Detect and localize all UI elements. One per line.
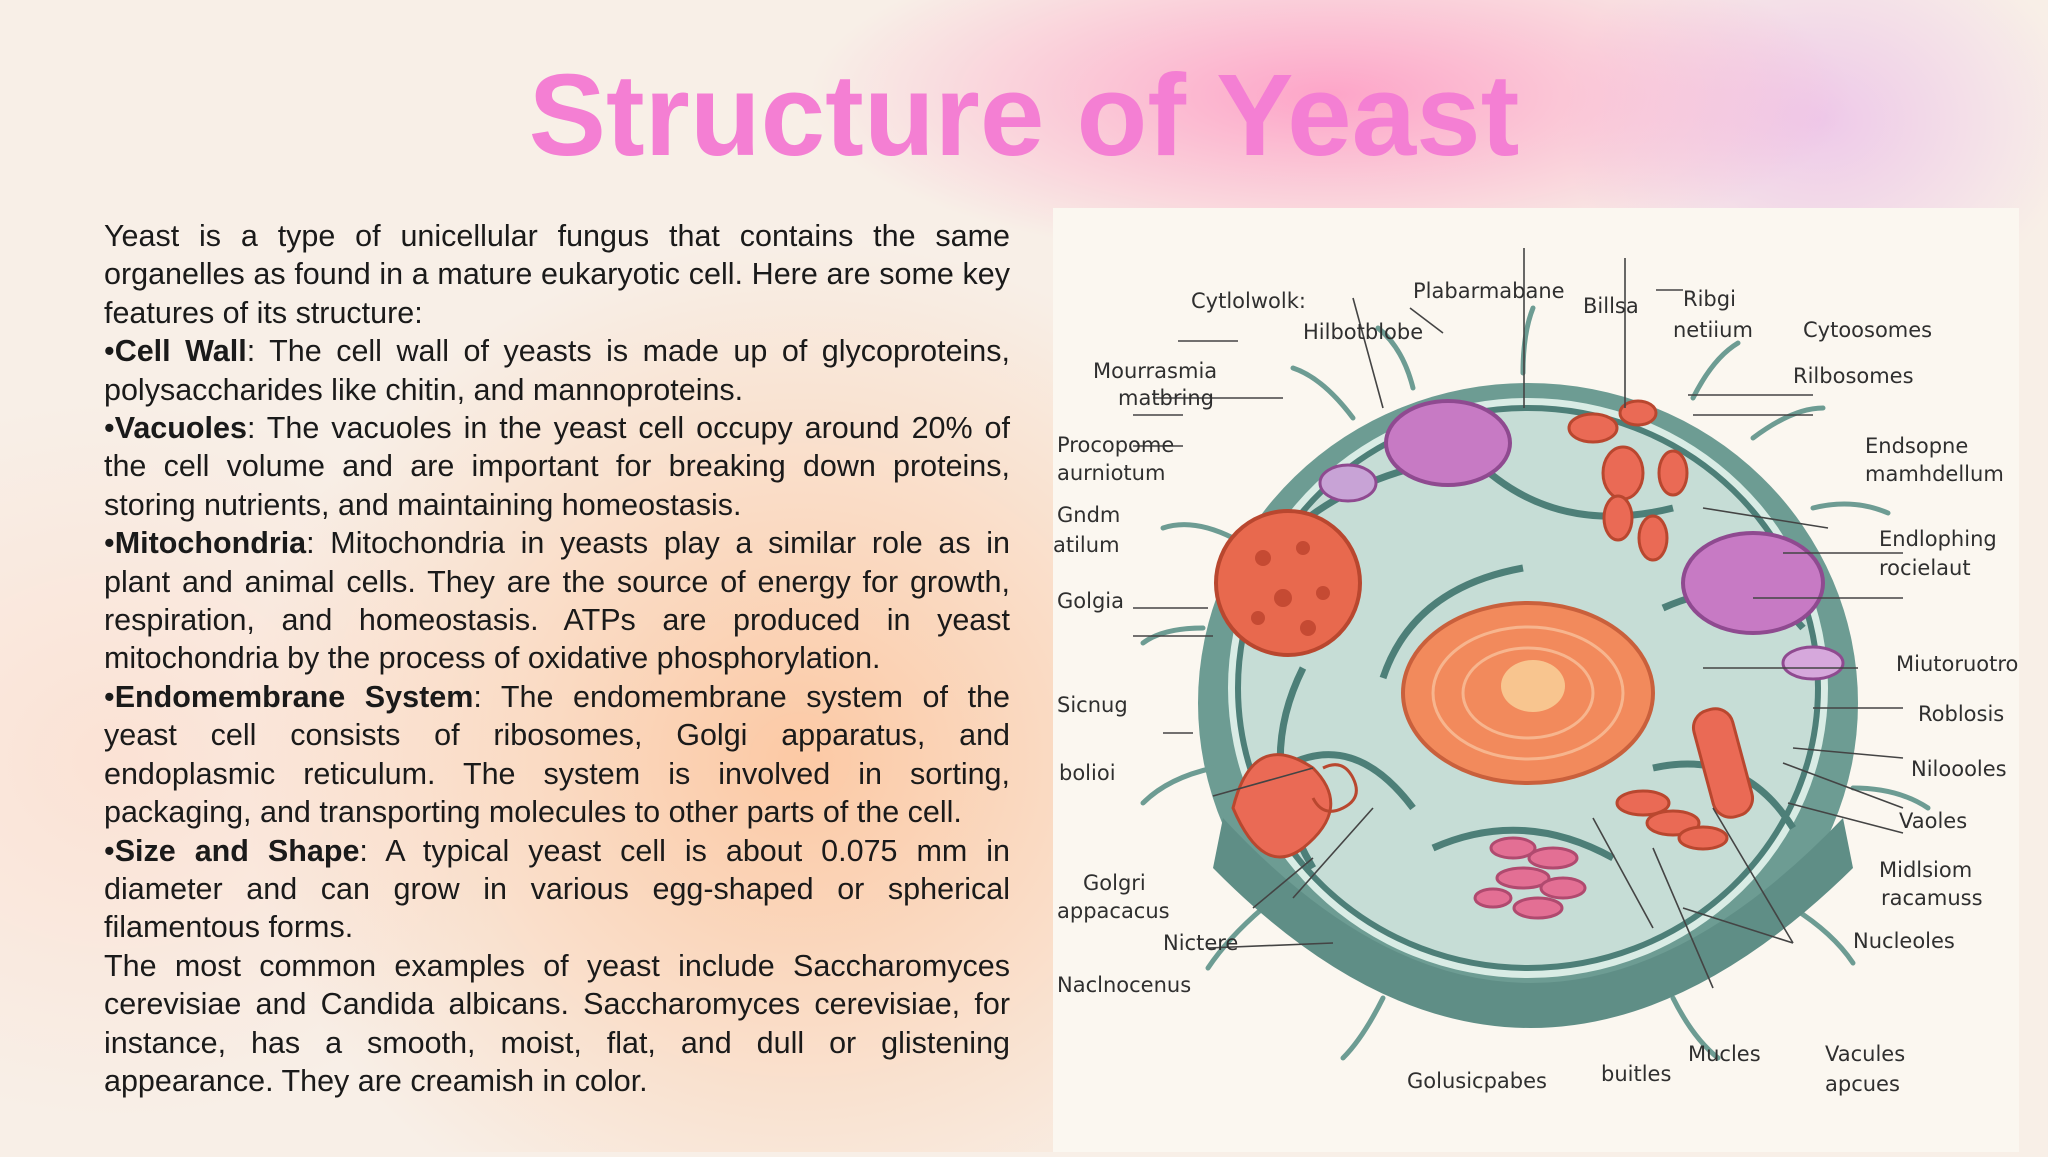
diagram-label: Midlsiom [1879, 858, 1972, 882]
diagram-label: Ribgi [1683, 287, 1736, 311]
diagram-label: Endsopne [1865, 434, 1968, 458]
small-vesicle [1318, 463, 1378, 503]
feature-desc: : The cell wall of yeasts is made up of … [104, 334, 1010, 407]
diagram-label: netiium [1673, 318, 1753, 342]
diagram-label: Roblosis [1918, 702, 2004, 726]
feature-term: Endomembrane System [114, 679, 474, 714]
diagram-label: Golgri [1083, 871, 1146, 895]
golgi-apparatus [1231, 753, 1358, 859]
small-vesicle [1781, 645, 1845, 681]
mitochondria [1567, 399, 1755, 851]
feature-desc: : A typical yeast cell is about 0.075 mm… [104, 833, 1010, 945]
closing-paragraph: The most common examples of yeast includ… [104, 948, 1010, 1098]
page-title: Structure of Yeast [528, 50, 1520, 180]
feature-desc: : Mitochondria in yeasts play a similar … [104, 526, 1010, 676]
feature-cell-wall: •Cell Wall: The cell wall of yeasts is m… [104, 334, 1010, 407]
diagram-label: aurniotum [1057, 461, 1165, 485]
vacuole-right [1681, 531, 1825, 635]
vesicle-left [1214, 509, 1362, 657]
diagram-label: Plabarmabane [1413, 279, 1565, 303]
diagram-label: atilum [1053, 533, 1120, 557]
diagram-label: buitles [1601, 1062, 1671, 1086]
intro-paragraph: Yeast is a type of unicellular fungus th… [104, 219, 1010, 330]
diagram-label: racamuss [1881, 886, 1983, 910]
diagram-label: Vacules [1825, 1042, 1905, 1066]
endoplasmic-reticulum [1473, 836, 1587, 920]
diagram-label: Cytoosomes [1803, 318, 1932, 342]
yeast-cell-illustration: Cytlolwolk: Plabarmabane Billsa Ribgi ne… [1053, 208, 2019, 1152]
diagram-label: Nucleoles [1853, 929, 1955, 953]
diagram-label: Gndm [1057, 503, 1120, 527]
feature-term: Size and Shape [114, 833, 360, 868]
feature-desc: : The endomembrane system of the yeast c… [104, 679, 1010, 830]
diagram-label: Miutoruotro [1896, 652, 2018, 676]
diagram-label: Niloooles [1911, 757, 2007, 781]
diagram-label: Golgia [1057, 589, 1124, 613]
vacuole-top [1384, 399, 1512, 487]
diagram-label: apcues [1825, 1072, 1900, 1096]
diagram-label: Rilbosomes [1793, 364, 1914, 388]
diagram-label: rocielaut [1879, 556, 1971, 580]
feature-mitochondria: •Mitochondria: Mitochondria in yeasts pl… [104, 526, 1010, 676]
feature-vacuoles: •Vacuoles: The vacuoles in the yeast cel… [104, 411, 1010, 522]
feature-term: Mitochondria [114, 526, 307, 561]
feature-endomembrane: •Endomembrane System: The endomembrane s… [104, 679, 1010, 830]
diagram-labels: Cytlolwolk: Plabarmabane Billsa Ribgi ne… [1053, 279, 2018, 1096]
diagram-label: mamhdellum [1865, 462, 2004, 486]
diagram-label: Billsa [1583, 294, 1639, 318]
feature-size-shape: •Size and Shape: A typical yeast cell is… [104, 833, 1010, 945]
diagram-label: Naclnocenus [1057, 973, 1191, 997]
diagram-label: Vaoles [1899, 809, 1967, 833]
diagram-label: Procopome [1057, 433, 1174, 457]
nucleus [1401, 601, 1655, 785]
diagram-label: Mourrasmia [1093, 359, 1217, 383]
diagram-label: Sicnug [1057, 693, 1128, 717]
label-leader-lines [1133, 248, 1904, 989]
diagram-label: appacacus [1057, 899, 1170, 923]
feature-term: Cell Wall [114, 334, 247, 369]
diagram-label: Endlophing [1879, 527, 1997, 551]
yeast-cell-diagram: Cytlolwolk: Plabarmabane Billsa Ribgi ne… [1053, 248, 2018, 1096]
diagram-label: Nictere [1163, 931, 1238, 955]
description-text: Yeast is a type of unicellular fungus th… [104, 217, 1010, 1100]
diagram-label: Golusicpabes [1407, 1069, 1547, 1093]
feature-desc: : The vacuoles in the yeast cell occupy … [104, 411, 1010, 522]
diagram-label: Hilbotblobe [1303, 320, 1423, 344]
diagram-label: Mucles [1688, 1042, 1761, 1066]
diagram-label: matbring [1118, 386, 1214, 410]
diagram-label: Cytlolwolk: [1191, 289, 1306, 313]
feature-term: Vacuoles [114, 411, 247, 446]
diagram-label: bolioi [1059, 761, 1116, 785]
